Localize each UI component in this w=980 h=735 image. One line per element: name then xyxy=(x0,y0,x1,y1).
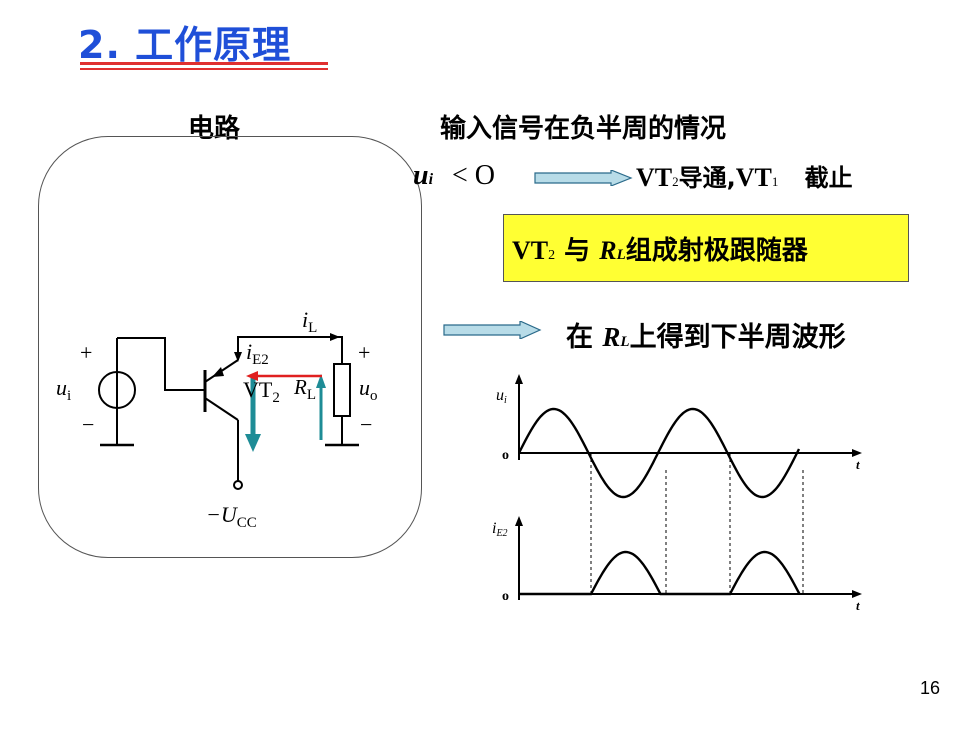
cutoff-text: 截止 xyxy=(804,164,853,192)
page-number: 16 xyxy=(919,678,940,698)
il-arrow xyxy=(330,333,340,341)
ie2-label: iE2 xyxy=(246,339,269,368)
il-label: iL xyxy=(302,307,317,336)
result-r-sub: L xyxy=(620,334,630,350)
condition-arrow xyxy=(534,170,633,186)
teal-arrow-down xyxy=(245,434,261,452)
t-axis-bottom: t xyxy=(856,598,860,613)
red-arrow xyxy=(246,371,258,381)
ucc-terminal xyxy=(233,480,243,490)
ui-circuit-label: ui xyxy=(56,375,71,404)
origin-bottom: o xyxy=(502,589,509,604)
origin-top: o xyxy=(502,448,509,463)
vt1-sub: 1 xyxy=(771,174,779,189)
result-line: 在 RL上得到下半周波形 xyxy=(566,315,846,354)
condition-relation: < O xyxy=(451,160,495,191)
condition-result: VT2导通,VT1 截止 xyxy=(636,158,853,193)
follower-r: R xyxy=(599,235,617,265)
title-underline-top xyxy=(80,62,328,65)
result-arrow xyxy=(443,321,542,339)
result-rest: 上得到下半周波形 xyxy=(629,322,846,353)
follower-with: 与 xyxy=(555,235,600,266)
teal-arrow-up xyxy=(316,374,326,388)
title-underline-bottom xyxy=(80,68,328,70)
follower-vt-sub: 2 xyxy=(548,247,556,263)
follower-r-sub: L xyxy=(616,246,626,263)
t-axis-top: t xyxy=(856,457,860,472)
ie2-axis-label: iE2 xyxy=(492,520,508,539)
analysis-heading: 输入信号在负半周的情况 xyxy=(440,114,727,144)
condition-line: ui < O xyxy=(413,158,495,192)
ui-waveform xyxy=(517,407,801,499)
uo-circuit-label: uo xyxy=(359,375,378,404)
load-resistor xyxy=(333,363,351,417)
emitter-follower-box: VT2 与 RL组成射极跟随器 xyxy=(503,214,909,282)
ui-plus: + xyxy=(80,340,92,365)
waveform-diagram: ui o t iE2 o t xyxy=(492,374,862,613)
vt2-label: VT xyxy=(636,163,673,192)
uo-minus: − xyxy=(360,412,372,437)
result-prefix: 在 xyxy=(566,322,603,353)
rl-circuit-label: RL xyxy=(293,375,316,403)
ucc-label: −UCC xyxy=(206,502,257,531)
ie2-waveform xyxy=(519,550,801,596)
ui-axis-label: ui xyxy=(496,387,507,406)
circuit-diagram: iL iE2 VT2 RL ui uo + − + − −UCC xyxy=(56,307,378,531)
ui-subscript: i xyxy=(428,171,434,188)
transistor-collector xyxy=(204,397,239,421)
page-title: 2. 工作原理 xyxy=(78,23,292,67)
vt1-label: VT xyxy=(735,163,772,192)
circuit-label: 电路 xyxy=(188,114,241,144)
conduct-text: 导通, xyxy=(678,164,736,192)
follower-rest: 组成射极跟随器 xyxy=(625,235,808,266)
vt2-sub: 2 xyxy=(672,174,679,189)
ui-symbol: u xyxy=(413,160,429,191)
ui-minus: − xyxy=(82,412,94,437)
follower-vt: VT xyxy=(512,235,549,265)
result-r: R xyxy=(602,322,621,352)
uo-plus: + xyxy=(358,340,370,365)
vt2-circuit-label: VT2 xyxy=(243,377,280,406)
circuit-frame xyxy=(38,136,422,558)
follower-text: VT2 与 RL组成射极跟随器 xyxy=(512,230,808,267)
